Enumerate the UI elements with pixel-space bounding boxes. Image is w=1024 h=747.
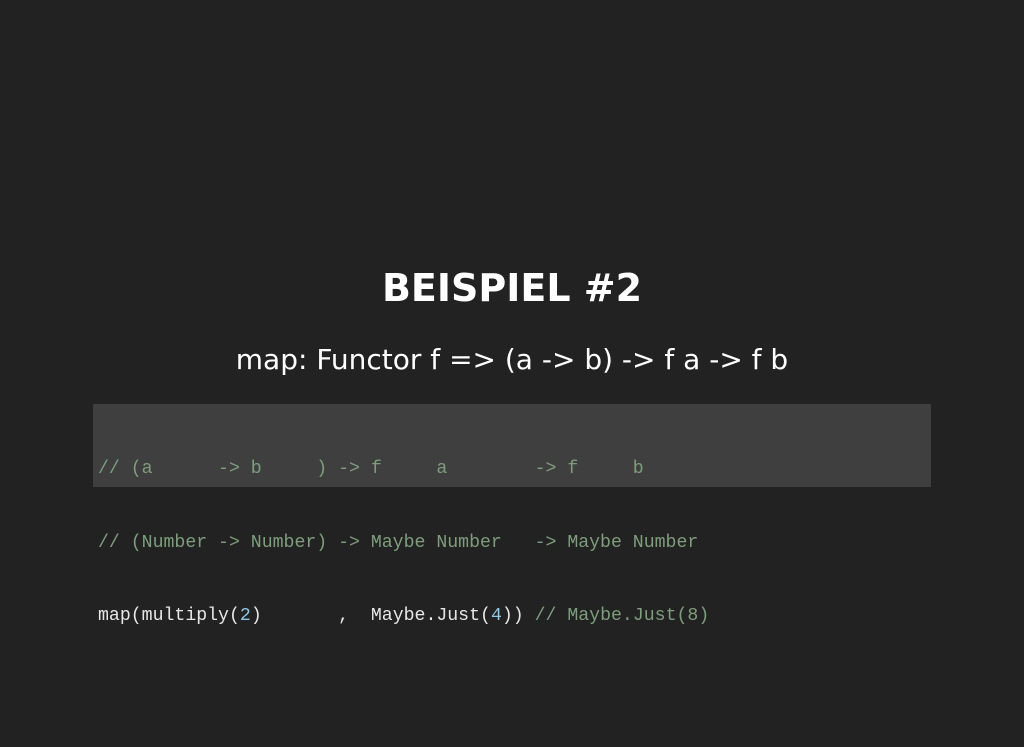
code-comment: // Maybe.Just(8): [534, 606, 710, 626]
code-line-1: // (a -> b ) -> f a -> f b: [98, 457, 931, 482]
code-number: 4: [490, 606, 502, 626]
code-number: 2: [239, 606, 251, 626]
code-comment: // (Number -> Number) -> Maybe Number ->…: [98, 532, 699, 553]
type-signature: map: Functor f => (a -> b) -> f a -> f b: [235, 343, 789, 376]
code-token: map(multiply(: [98, 606, 240, 626]
code-comment: // (a -> b ) -> f a -> f b: [98, 459, 644, 479]
code-block: // (a -> b ) -> f a -> f b // (Number ->…: [93, 404, 931, 626]
code-token: )): [501, 606, 535, 626]
code-line-2: // (Number -> Number) -> Maybe Number ->…: [98, 531, 931, 556]
code-token: ) , Maybe.Just(: [250, 606, 491, 626]
code-line-3: map(multiply(2) , Maybe.Just(4)) // Mayb…: [98, 604, 931, 629]
slide-title: BEISPIEL #2: [381, 266, 643, 310]
